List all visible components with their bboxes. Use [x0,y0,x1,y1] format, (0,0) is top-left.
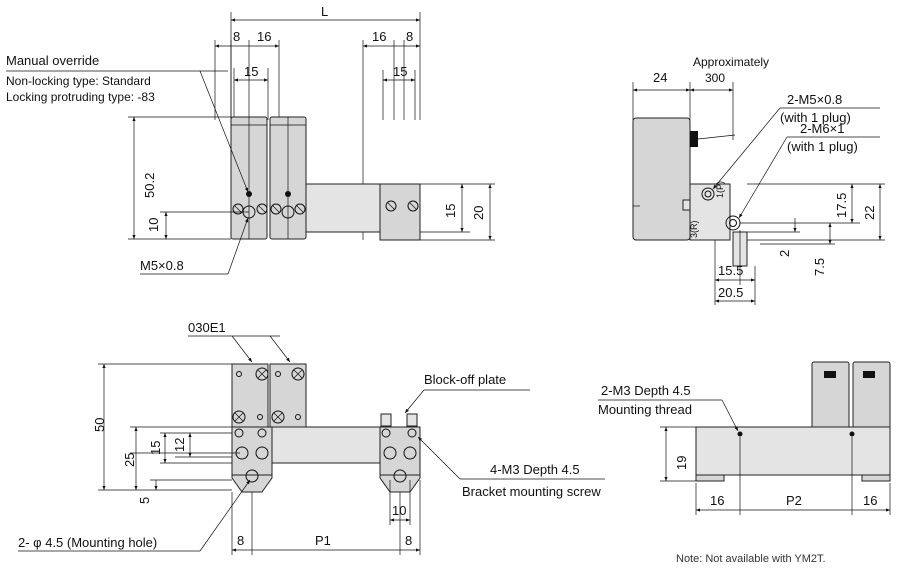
dim-22: 22 [862,206,877,220]
dim-8-left: 8 [233,29,240,44]
bottom-left-view: 030E1 Block-off plate [18,320,605,555]
dim-15-plan: 15 [148,441,163,455]
dim-16-front-right: 16 [863,493,877,508]
dim-5: 5 [137,497,152,504]
dim-12: 12 [172,438,187,452]
dim-8-plan-right: 8 [405,533,412,548]
side-base [689,183,731,241]
plan-valve-1 [231,363,269,431]
dim-50-2: 50.2 [142,173,157,198]
dim-24: 24 [653,70,667,85]
plan-end-right [379,426,421,476]
m5-callout: 2-M5×0.8 [787,92,842,107]
connector [690,131,698,147]
dim-16-right: 16 [372,29,386,44]
dim-10: 10 [146,218,161,232]
dim-8-plan-left: 8 [237,533,244,548]
br-m3-callout: 2-M3 Depth 4.5 [601,383,691,398]
foot-left [695,474,725,482]
m5-label: M5×0.8 [140,258,184,273]
locking-label: Locking protruding type: -83 [6,90,155,104]
m6-callout: 2-M6×1 [800,121,844,136]
dim-19: 19 [674,456,689,470]
approximately-label: Approximately [693,55,769,69]
dim-16-left: 16 [257,29,271,44]
dim-p2: P2 [786,493,802,508]
dim-10-plan: 10 [392,503,406,518]
side-valve-body [632,117,691,241]
mounting-hole-label: 2- φ 4.5 (Mounting hole) [18,535,157,550]
top-right-view: Approximately 300 24 1(P) 3(R) 2-M5×0.8 … [632,55,885,305]
manual-override-label: Manual override [6,53,99,68]
note-text: Note: Not available with YM2T. [676,553,826,565]
bracket-screw-label: Bracket mounting screw [462,484,601,499]
dim-L: L [321,4,328,19]
dim-20-height: 20 [471,206,486,220]
dim-50: 50 [92,418,107,432]
dim-p1: P1 [315,533,331,548]
m3-callout: 4-M3 Depth 4.5 [490,462,580,477]
dim-2: 2 [777,250,792,257]
dim-8-right: 8 [406,29,413,44]
mounting-thread-label: Mounting thread [598,402,692,417]
dim-16-front-left: 16 [710,493,724,508]
m5-plug: (with 1 plug) [780,110,851,125]
dim-7-5: 7.5 [812,258,827,276]
foot-right [861,474,891,482]
end-plate [379,183,421,241]
dim-15-5: 15.5 [718,263,743,278]
dim-20-5: 20.5 [718,285,743,300]
m6-plug: (with 1 plug) [787,139,858,154]
dim-15-right: 15 [393,64,407,79]
block-off-label: Block-off plate [424,372,506,387]
bottom-right-view: 2-M3 Depth 4.5 Mounting thread 19 16 P2 … [598,361,891,565]
model-label: 030E1 [188,320,226,335]
dim-15-height: 15 [443,204,458,218]
top-left-view: L 8 16 15 16 8 15 [6,4,495,275]
dim-300: 300 [705,71,725,85]
non-locking-label: Non-locking type: Standard [6,74,151,88]
dim-15-left: 15 [244,64,258,79]
dim-25: 25 [122,453,137,467]
port-3r: 3(R) [689,220,699,238]
port-1p: 1(P) [715,181,725,198]
front-manifold [695,426,891,476]
dim-17-5: 17.5 [834,193,849,218]
